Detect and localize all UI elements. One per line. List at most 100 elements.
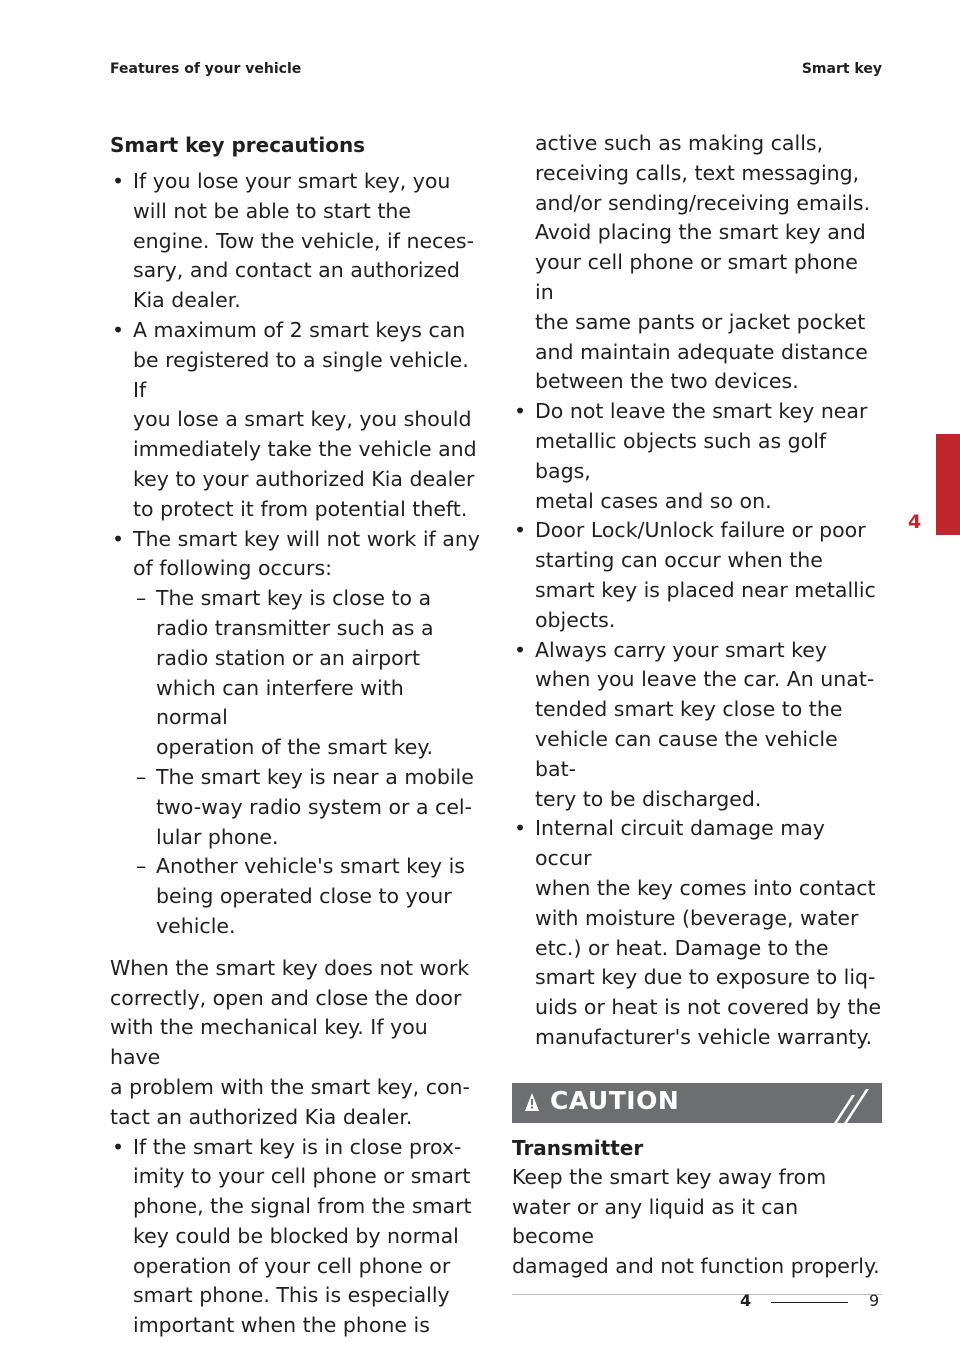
text-line: smart key is placed near metallic	[535, 577, 876, 602]
text-line: If the smart key is in close prox-	[133, 1134, 462, 1159]
list-item: • The smart key will not work if any of fo…	[110, 525, 480, 585]
text-line: being operated close to your	[156, 884, 452, 909]
text-line: damaged and not function properly.	[512, 1254, 880, 1279]
text-line: The smart key is near a mobile	[156, 764, 474, 789]
text-line: The smart key will not work if any	[133, 526, 480, 551]
list-item: • Do not leave the smart key near metallic…	[512, 397, 882, 516]
caution-label: CAUTION	[550, 1085, 680, 1115]
bullet-mark: •	[514, 518, 527, 543]
text-line: correctly, open and close the door	[110, 985, 462, 1010]
text-line: radio transmitter such as a	[156, 615, 434, 640]
caution-end-rule	[512, 1293, 882, 1295]
list-item: • Door Lock/Unlock failure or poor startin…	[512, 516, 882, 635]
text-line: with the mechanical key. If you have	[110, 1015, 428, 1070]
text-line: starting can occur when the	[535, 548, 823, 573]
caution-subtitle: Transmitter	[512, 1135, 644, 1160]
text-line: If you lose your smart key, you	[133, 169, 451, 193]
bullet-mark: •	[112, 317, 125, 342]
conditions-sublist: – The smart key is close to a radio transm…	[110, 584, 480, 942]
sub-list-item: –Another vehicle's smart key is being ope…	[133, 852, 480, 941]
text-line: with moisture (beverage, water	[535, 905, 859, 930]
list-item: • Internal circuit damage may occur when t…	[512, 814, 882, 1052]
text-line: smart phone. This is especially	[133, 1283, 450, 1308]
text-line: and maintain adequate distance	[535, 339, 868, 364]
text-line: metallic objects such as golf bags,	[535, 428, 827, 483]
page-number: 9	[869, 1291, 880, 1310]
text-line: tery to be discharged.	[535, 786, 762, 811]
text-line: tact an authorized Kia dealer.	[110, 1104, 413, 1129]
list-item: • If the smart key is in close prox-imity…	[110, 1133, 480, 1342]
footer-divider	[771, 1302, 848, 1303]
text-line: to protect it from potential theft.	[133, 496, 468, 521]
text-line: sary, and contact an authorized	[133, 258, 460, 283]
chapter-tab	[936, 434, 960, 535]
bullet-mark: •	[112, 169, 125, 193]
footer-section-number: 4	[740, 1291, 752, 1310]
text-line: radio station or an airport	[156, 645, 421, 670]
text-line: a problem with the smart key, con-	[110, 1074, 470, 1099]
text-line: lular phone.	[156, 824, 279, 849]
text-line: A maximum of 2 smart keys can	[133, 317, 466, 342]
text-line: metal cases and so on.	[535, 488, 772, 513]
text-line: uids or heat is not covered by the	[535, 995, 882, 1020]
text-line: The smart key is close to a	[156, 586, 432, 611]
text-line: the same pants or jacket pocket	[535, 309, 866, 334]
text-line: Avoid placing the smart key and	[535, 220, 866, 245]
text-line: two-way radio system or a cel-	[156, 794, 473, 819]
text-line: objects.	[535, 607, 616, 632]
text-line: smart key due to exposure to liq-	[535, 965, 876, 990]
text-line: between the two devices.	[535, 369, 799, 394]
right-column: active such as making calls,receiving ca…	[512, 129, 882, 1295]
text-line: phone, the signal from the smart	[133, 1194, 472, 1219]
text-line: key could be blocked by normal	[133, 1223, 459, 1248]
additional-precautions-list: • Do not leave the smart key near metallic…	[512, 397, 882, 1053]
bullet-mark: •	[514, 637, 527, 662]
text-line: Always carry your smart key	[535, 637, 828, 662]
text-line: your cell phone or smart phone in	[535, 250, 858, 304]
text-line: Door Lock/Unlock failure or poor	[535, 518, 866, 543]
list-item: • If you lose your smart key, you will not…	[110, 167, 480, 316]
bullet-mark: •	[112, 526, 125, 551]
bullet-mark: •	[514, 816, 527, 841]
text-line: operation of the smart key.	[156, 735, 434, 760]
text-line: will not be able to start the	[133, 198, 412, 223]
running-header-section: Smart key	[801, 61, 882, 77]
text-line: etc.) or heat. Damage to the	[535, 935, 829, 960]
dash-mark: –	[136, 854, 147, 879]
text-line: when you leave the car. An unat-	[535, 667, 875, 692]
text-line: Internal circuit damage may occur	[535, 816, 825, 871]
list-item: • A maximum of 2 smart keys can be registe…	[110, 316, 480, 525]
text-line: vehicle can cause the vehicle bat-	[535, 726, 838, 781]
warning-triangle-icon	[525, 1092, 539, 1111]
text-line: and/or sending/receiving emails.	[535, 190, 871, 215]
text-line: water or any liquid as it can become	[512, 1194, 799, 1249]
text-line: immediately take the vehicle and	[133, 437, 477, 462]
text-line: of following occurs:	[133, 556, 333, 581]
text-line: you lose a smart key, you should	[133, 407, 472, 432]
text-line: Another vehicle's smart key is	[156, 854, 465, 879]
precautions-list: • If you lose your smart key, you will not…	[110, 167, 480, 584]
text-line: imity to your cell phone or smart	[133, 1164, 471, 1189]
caution-stripes-icon	[822, 1082, 882, 1123]
text-line: tended smart key close to the	[535, 697, 843, 722]
caution-text: Keep the smart key away from water or any…	[512, 1163, 882, 1282]
text-line: when the key comes into contact	[535, 875, 876, 900]
text-line: manufacturer's vehicle warranty.	[535, 1024, 873, 1049]
text-line: be registered to a single vehicle. If	[133, 347, 469, 402]
text-line: vehicle.	[156, 913, 236, 938]
running-header-chapter: Features of your vehicle	[110, 61, 302, 77]
bullet-mark: •	[514, 399, 527, 424]
bullet-mark: •	[112, 1134, 125, 1159]
section-title: Smart key precautions	[110, 133, 366, 157]
phone-proximity-list: • If the smart key is in close prox-imity…	[110, 1133, 480, 1342]
text-line: Kia dealer.	[133, 288, 241, 313]
caution-banner: CAUTION	[512, 1082, 882, 1123]
text-line: which can interfere with normal	[156, 675, 404, 730]
continued-bullet-text: active such as making calls,receiving ca…	[512, 129, 882, 397]
text-line: receiving calls, text messaging,	[535, 160, 860, 185]
text-line: Do not leave the smart key near	[535, 399, 868, 424]
text-line: key to your authorized Kia dealer	[133, 466, 475, 491]
text-line: operation of your cell phone or	[133, 1253, 451, 1278]
left-column: Smart key precautions • If you lose your …	[110, 129, 480, 1341]
text-line: Keep the smart key away from	[512, 1164, 827, 1189]
